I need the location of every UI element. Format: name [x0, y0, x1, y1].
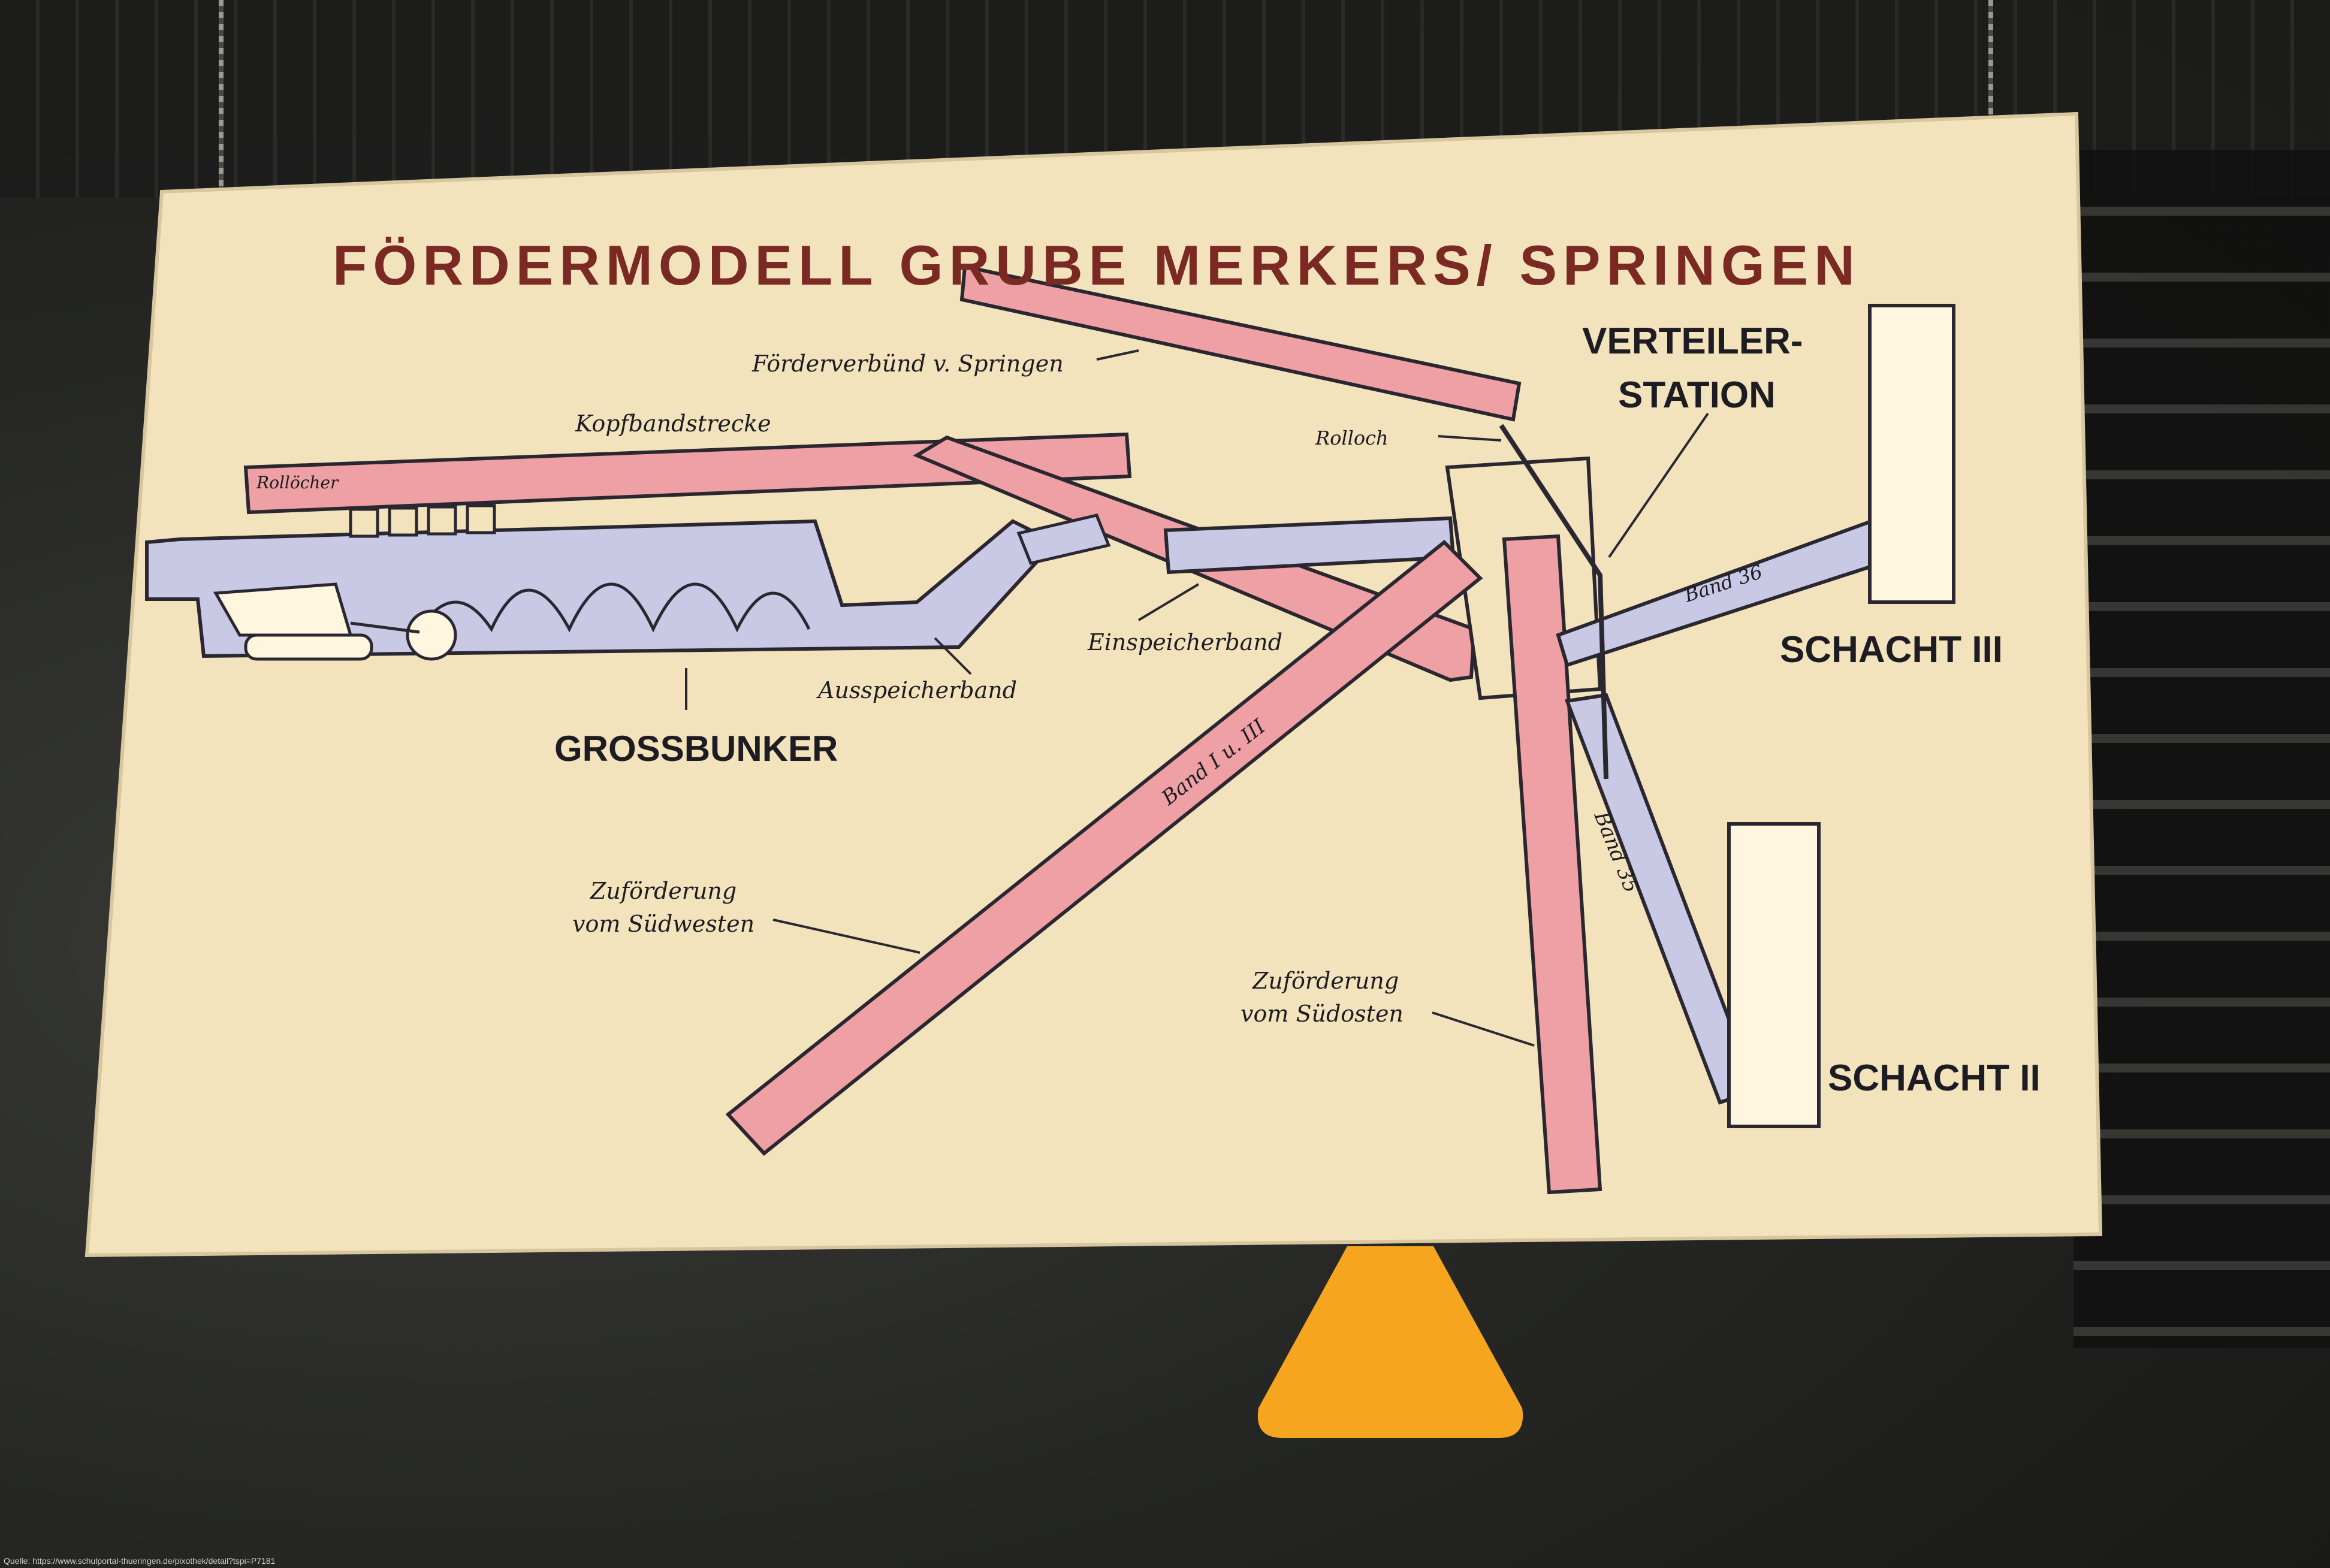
bunker-pile: [418, 582, 811, 633]
leader-lines: [685, 349, 1709, 1047]
warning-sign: [1257, 1246, 1523, 1438]
source-caption: Quelle: https://www.schulportal-thuering…: [4, 1556, 276, 1566]
label-schacht2: SCHACHT II: [1828, 1058, 2041, 1099]
ausspeicher-link: [1016, 513, 1111, 565]
schacht2-shaft: [1727, 822, 1821, 1128]
label-rolloecher: Rollöcher: [256, 473, 339, 493]
display-board: [84, 111, 2103, 1258]
hanging-chain-left: [219, 0, 224, 198]
label-verteiler: VERTEILER-: [1582, 321, 1803, 362]
board-title: FÖRDERMODELL GRUBE MERKERS/ SPRINGEN: [333, 234, 1855, 297]
chute-rod: [1499, 424, 1608, 780]
steel-rack: [2074, 150, 2330, 1348]
hanging-chain-right: [1988, 0, 1993, 162]
band1-belt: [725, 539, 1483, 1156]
kopfbandstrecke-belt: [243, 432, 1132, 515]
foerderverbund-belt: [959, 264, 1522, 422]
label-station: STATION: [1618, 374, 1776, 416]
label-zufoerderung-so-2: vom Südosten: [1241, 1001, 1404, 1027]
label-zufoerderung-sw-2: vom Südwesten: [572, 911, 754, 937]
label-ausspeicherband: Ausspeicherband: [816, 677, 1017, 703]
band-suedosten-belt: [1502, 534, 1602, 1195]
label-rolloch: Rolloch: [1315, 427, 1389, 449]
bucket-wheel-excavator: [213, 582, 457, 661]
label-zufoerderung-so-1: Zuförderung: [1252, 968, 1399, 994]
label-zufoerderung-sw-1: Zuförderung: [590, 878, 737, 904]
schacht3-shaft: [1868, 304, 1955, 604]
label-schacht3: SCHACHT III: [1780, 629, 2003, 670]
label-kopfbandstrecke: Kopfbandstrecke: [575, 410, 771, 437]
rolloecher-boxes: [349, 504, 496, 538]
label-grossbunker: GROSSBUNKER: [554, 729, 838, 769]
label-einspeicherband: Einspeicherband: [1087, 629, 1282, 655]
label-foerderverbund: Förderverbünd v. Springen: [751, 351, 1064, 377]
